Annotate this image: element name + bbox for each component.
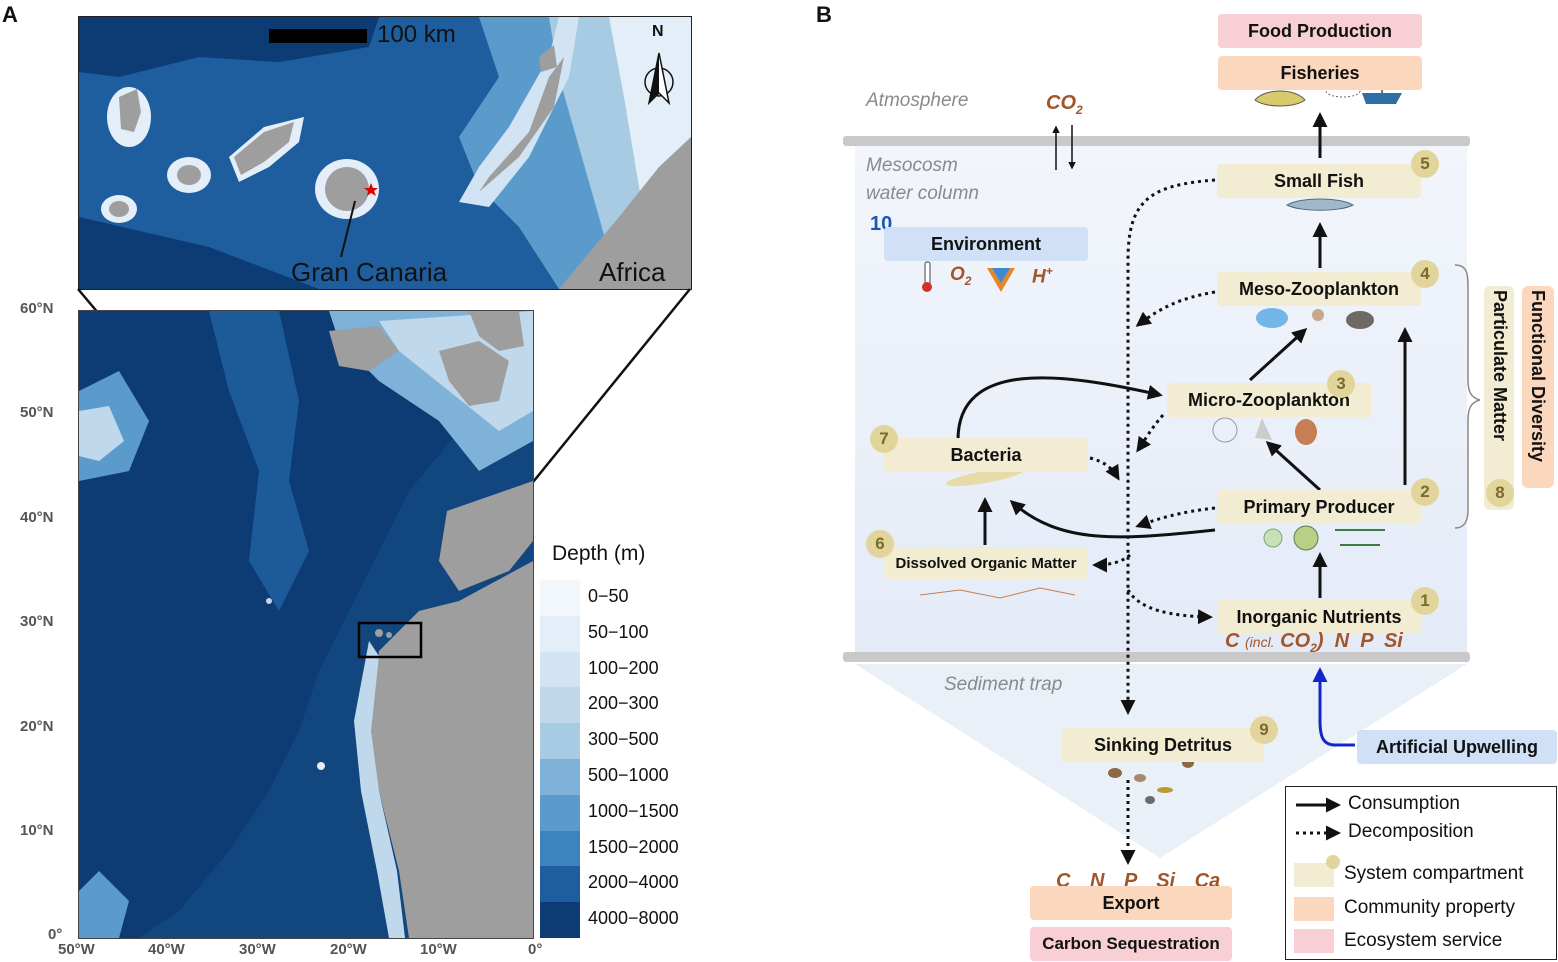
legend-swatch-community [1294,897,1334,921]
particulate-matter-bar: Particulate Matter [1484,286,1514,510]
depth-legend-item [540,687,580,724]
africa-label: Africa [599,257,666,287]
dom-number: 6 [866,530,894,558]
depth-legend-title: Depth (m) [552,542,646,565]
legend-swatch-service [1294,929,1334,953]
small-fish-box: Small Fish [1217,164,1421,198]
inset-map-graphic [79,17,691,289]
depth-legend-label: 50−100 [588,621,649,642]
meso-zooplankton-number: 4 [1411,260,1439,288]
sediment-trap-label: Sediment trap [944,674,1063,695]
lon-tick-20: 20°W [330,941,367,958]
micro-zooplankton-number: 3 [1327,370,1355,398]
nutrient-elements: C (incl. CO2) N P Si [1225,630,1403,655]
north-label: N [652,23,664,40]
export-box: Export [1030,886,1232,920]
depth-legend-item [540,580,580,616]
legend-system-compartment: System compartment [1344,863,1524,884]
meso-zooplankton-box: Meso-Zooplankton [1217,272,1421,306]
depth-legend-label: 1000−1500 [588,800,679,821]
depth-legend-item [540,902,580,939]
fish-illustrations [919,75,1402,804]
water-column-label-1: Mesocosm [866,155,958,176]
lon-tick-40: 40°W [148,941,185,958]
lat-tick-10: 10°N [20,822,54,839]
lat-tick-60: 60°N [20,300,54,317]
environment-box: Environment [884,227,1088,261]
lat-tick-40: 40°N [20,509,54,526]
depth-legend-label: 0−50 [588,586,629,606]
diagram-legend: Consumption Decomposition System compart… [1285,786,1557,960]
primary-producer-number: 2 [1411,478,1439,506]
depth-legend-label: 100−200 [588,657,659,678]
fisheries-box: Fisheries [1218,56,1422,90]
depth-legend-label: 300−500 [588,729,659,750]
main-map [78,310,534,939]
legend-consumption: Consumption [1348,793,1460,814]
lon-tick-0: 0° [528,941,543,958]
lat-tick-30: 30°N [20,613,54,630]
lon-tick-10: 10°W [420,941,457,958]
primary-producer-box: Primary Producer [1217,490,1421,524]
inset-map: 100 km N Gran Canaria Africa [78,16,692,290]
functional-diversity-label: Functional Diversity [1528,290,1548,463]
dissolved-organic-matter-box: Dissolved Organic Matter [884,547,1088,579]
co2-label: CO2 [1046,92,1083,117]
artificial-upwelling-box: Artificial Upwelling [1357,730,1557,764]
h-plus-label: H+ [1032,264,1053,288]
depth-legend-label: 2000−4000 [588,872,679,893]
atmosphere-label: Atmosphere [866,90,969,111]
depth-legend-label: 4000−8000 [588,908,679,929]
depth-legend-item [540,759,580,795]
inorganic-nutrients-box: Inorganic Nutrients [1217,600,1421,634]
depth-legend-label: 500−1000 [588,765,669,785]
carbon-sequestration-box: Carbon Sequestration [1030,927,1232,961]
functional-diversity-bar: Functional Diversity [1522,286,1554,488]
bacteria-box: Bacteria [884,438,1088,472]
water-column-label-2: water column [866,183,979,204]
legend-community-property: Community property [1344,897,1516,918]
lat-tick-0: 0° [48,926,63,943]
depth-legend-item [540,830,580,867]
gran-canaria-label: Gran Canaria [291,257,448,287]
depth-legend-item [540,651,580,688]
depth-legend-item [540,615,580,652]
depth-legend-item [540,794,580,831]
sinking-detritus-number: 9 [1250,716,1278,744]
bacteria-number: 7 [870,425,898,453]
inorganic-nutrients-number: 1 [1411,587,1439,615]
depth-legend-item [540,866,580,903]
lon-tick-50: 50°W [58,941,95,958]
scale-bar-label: 100 km [377,21,456,48]
o2-label: O2 [950,264,972,288]
particulate-matter-number: 8 [1486,479,1514,507]
legend-ecosystem-service: Ecosystem service [1344,930,1503,951]
lat-tick-50: 50°N [20,404,54,421]
lat-tick-20: 20°N [20,718,54,735]
legend-arrow-icons [1296,797,1341,841]
legend-decomposition: Decomposition [1348,821,1474,842]
panel-b-letter: B [816,2,832,27]
depth-legend-label: 200−300 [588,693,659,714]
small-fish-number: 5 [1411,150,1439,178]
main-map-graphic [79,311,533,938]
particulate-matter-label: Particulate Matter [1490,290,1510,442]
sinking-detritus-box: Sinking Detritus [1062,728,1264,762]
legend-swatch-dot [1326,855,1340,869]
lon-tick-30: 30°W [239,941,276,958]
depth-legend-label: 1500−2000 [588,836,679,857]
panel-a-letter: A [2,2,18,27]
food-production-box: Food Production [1218,14,1422,48]
depth-legend-item [540,723,580,760]
